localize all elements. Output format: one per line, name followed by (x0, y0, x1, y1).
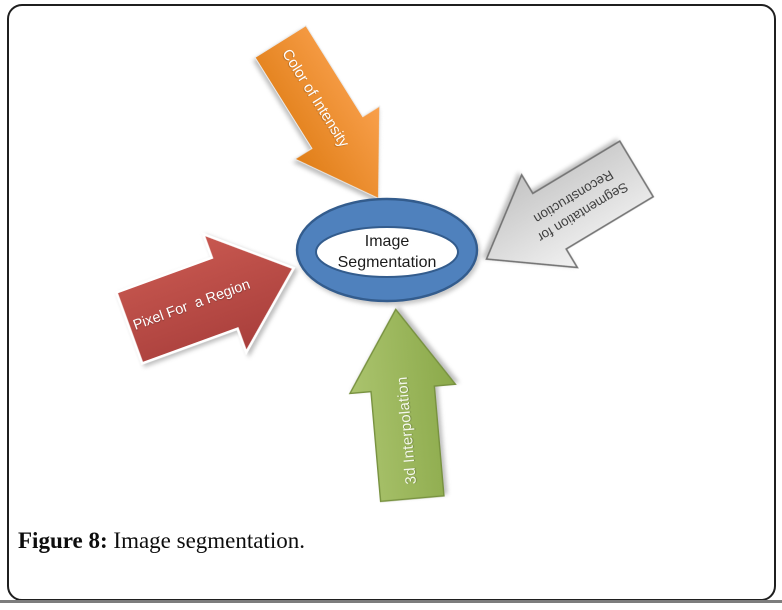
hub-label-line2: Segmentation (337, 253, 437, 271)
gray-block-arrow-icon (459, 123, 665, 306)
arrow-color-of-intensity: Color of Intensity (238, 15, 421, 225)
arrow-pixel-for-a-region: Pixel For a Region (108, 209, 316, 387)
arrow-segmentation-for-reconstruction: Segmentation for Reconstruction (459, 123, 665, 306)
orange-block-arrow-icon (238, 15, 421, 225)
bottom-shadow-line (0, 600, 782, 603)
red-block-arrow-icon (108, 209, 316, 387)
green-block-arrow-icon (343, 305, 465, 504)
hub-ellipse-icon (295, 197, 479, 303)
caption-text: Image segmentation. (107, 528, 306, 553)
hub-label: Image Segmentation (295, 197, 479, 303)
hub-image-segmentation: Image Segmentation (295, 197, 479, 303)
figure-caption: Figure 8: Image segmentation. (18, 528, 305, 554)
arrow-3d-interpolation: 3d Interpolation (343, 305, 465, 504)
hub-label-line1: Image (364, 232, 410, 250)
caption-label: Figure 8: (18, 528, 108, 553)
